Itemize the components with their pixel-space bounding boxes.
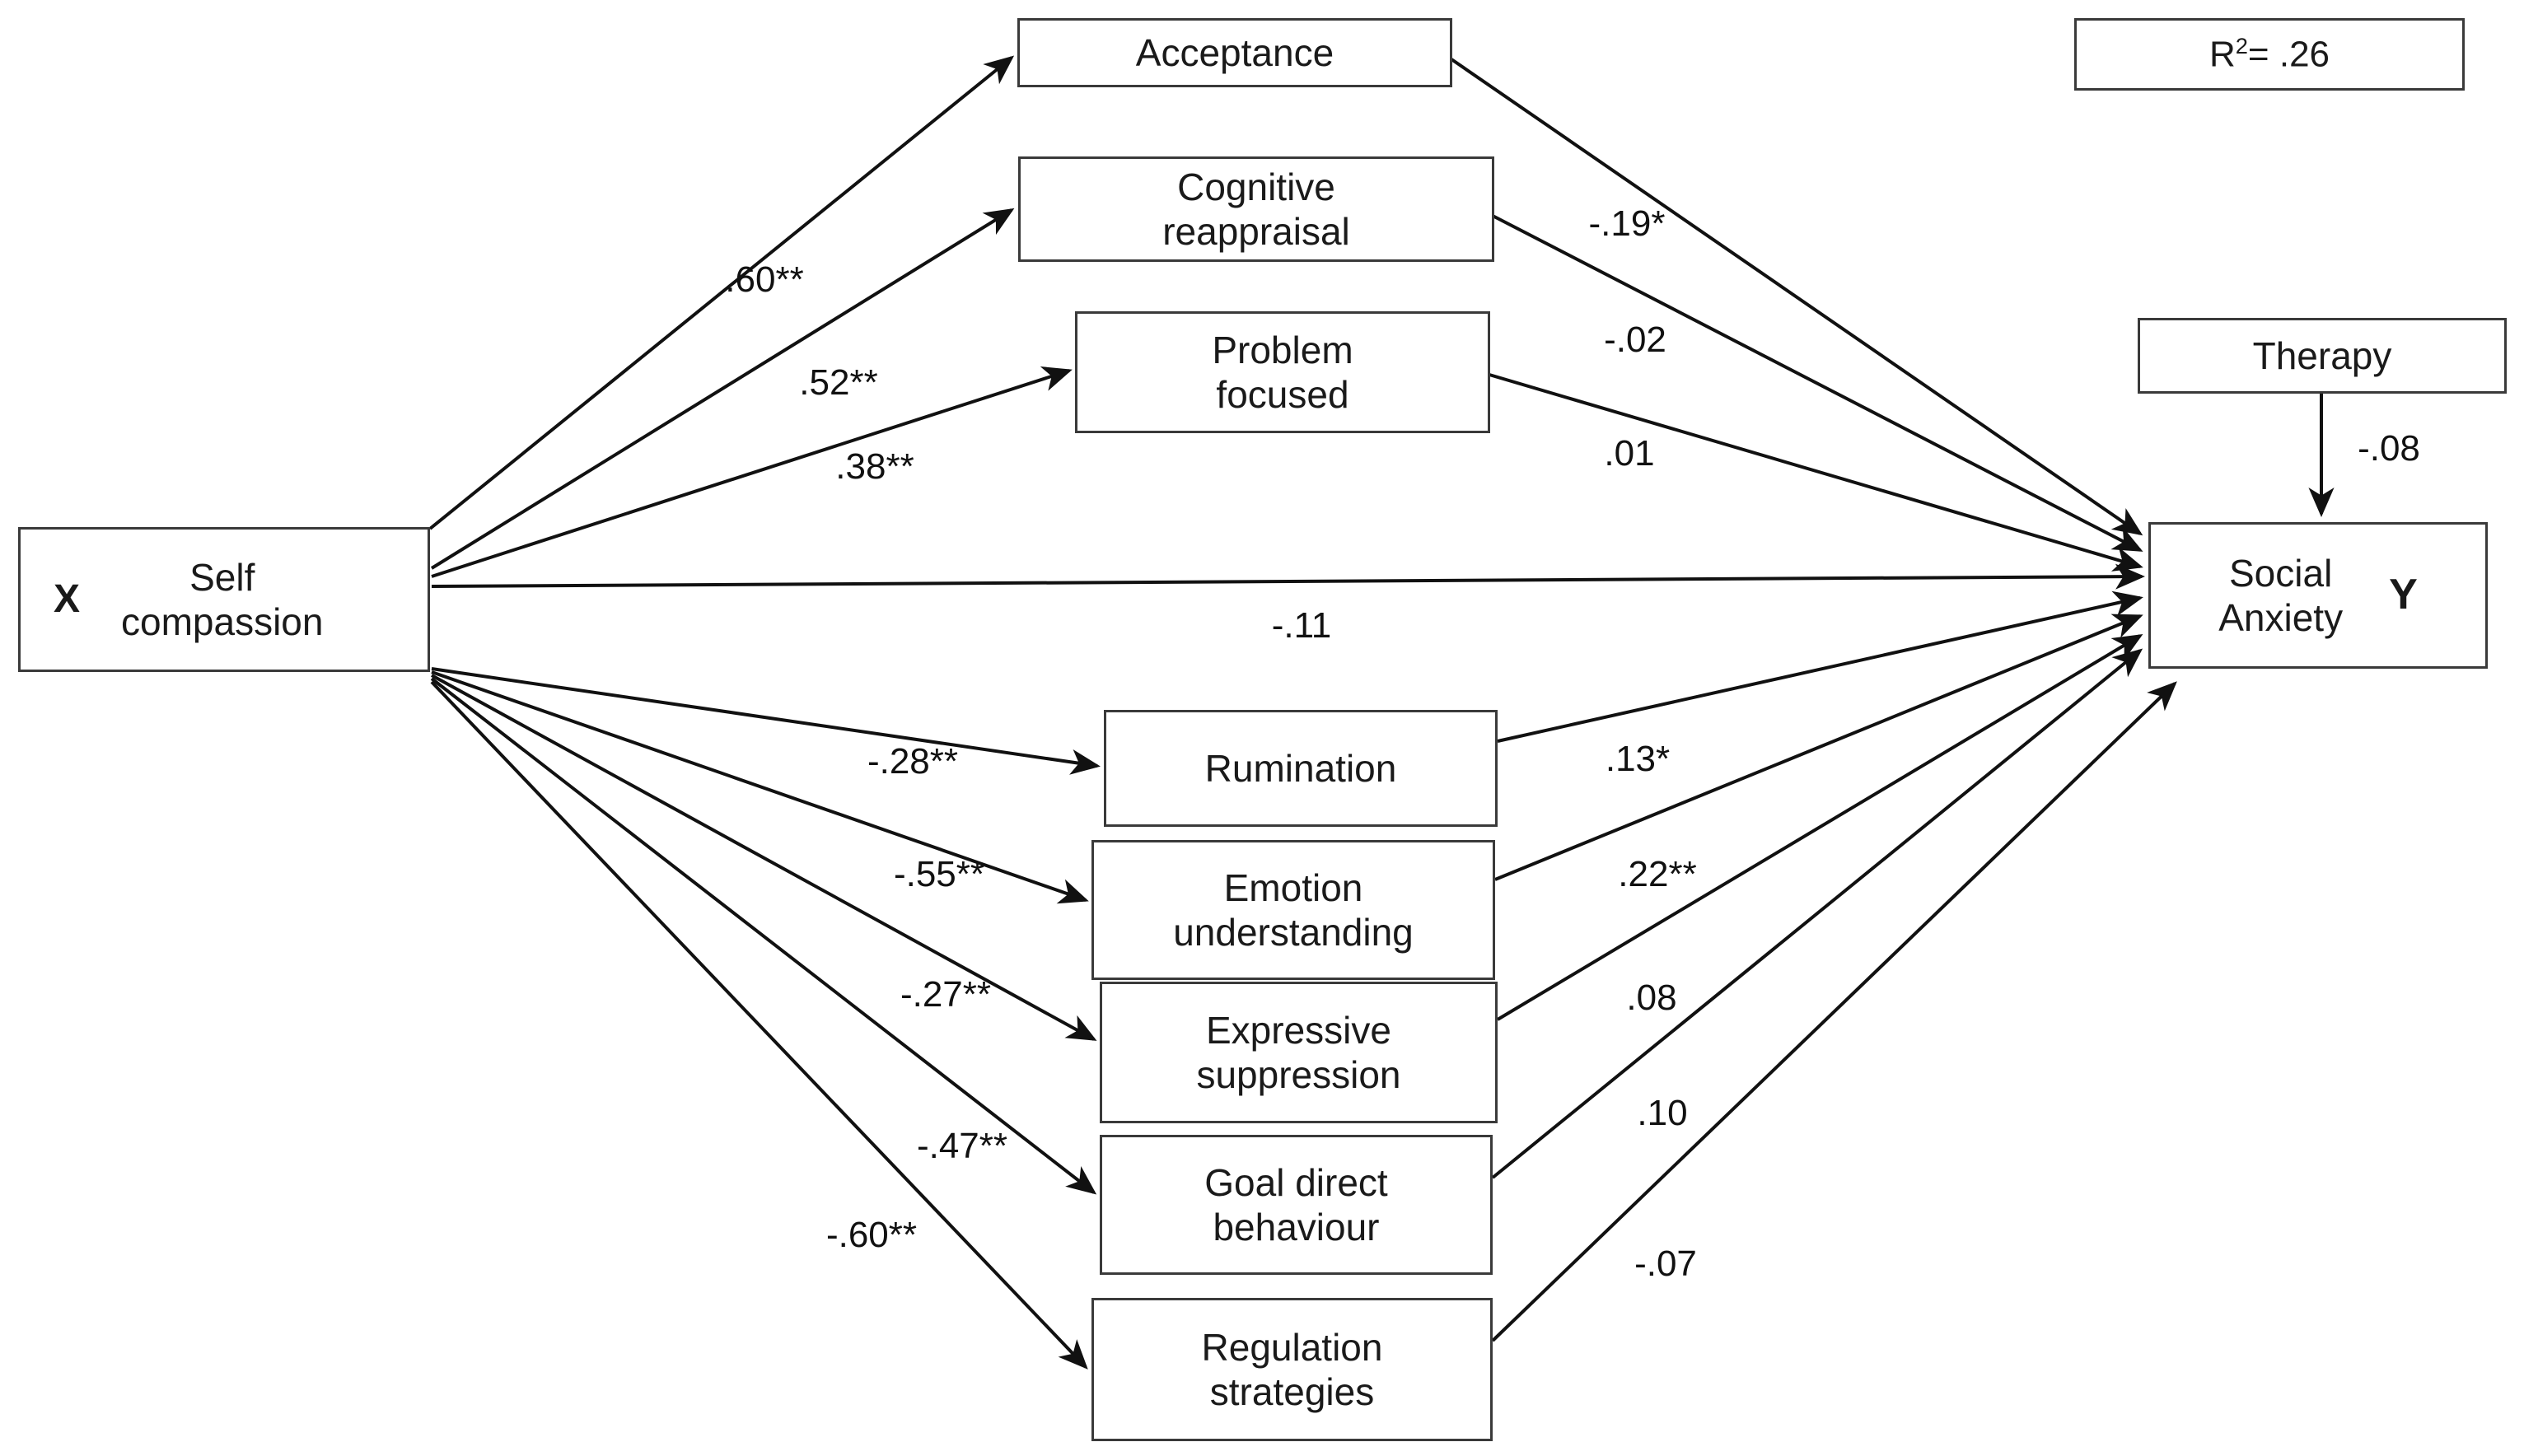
edge-regulation-strategies-to-y [1491, 681, 2177, 1342]
node-rumination-label: Rumination [1205, 746, 1397, 791]
node-cognitive-reappraisal[interactable]: Cognitive reappraisal [1018, 156, 1494, 262]
node-acceptance-label: Acceptance [1136, 30, 1334, 75]
edge-label-x-to-regulation-strategies: -.60** [825, 1215, 918, 1255]
problem-focused-line-1: Problem [1212, 328, 1353, 371]
node-self-compassion-label: Self compassion [121, 555, 323, 645]
edge-label-x-to-expressive-suppression: -.27** [900, 974, 992, 1015]
outcome-tag-y: Y [2389, 571, 2418, 619]
cognitive-reappraisal-line-2: reappraisal [1162, 210, 1350, 253]
edge-label-x-to-acceptance: .60** [725, 259, 804, 300]
therapy-line-1: Therapy [2252, 334, 2392, 377]
edge-label-rumination-to-y: .13* [1605, 739, 1671, 779]
goal-direct-behaviour-line-1: Goal direct [1204, 1160, 1388, 1204]
regulation-strategies-line-1: Regulation [1201, 1325, 1383, 1369]
self-compassion-line-2: compassion [121, 600, 324, 643]
edge-x-to-regulation-strategies [430, 680, 1088, 1370]
edge-cognitive-reappraisal-to-y [1492, 214, 2143, 552]
r-squared-value: .26 [2279, 34, 2330, 75]
edge-label-direct-x-to-y: -.11 [1271, 605, 1332, 646]
edge-rumination-to-y [1497, 590, 2143, 743]
goal-direct-behaviour-line-2: behaviour [1213, 1206, 1380, 1248]
predictor-tag-x: X [54, 576, 81, 621]
edge-label-therapy-to-y: -.08 [2358, 428, 2420, 469]
node-cognitive-reappraisal-label: Cognitive reappraisal [1162, 165, 1350, 254]
r-squared-box: R2= .26 [2074, 18, 2465, 91]
node-expressive-suppression-label: Expressive suppression [1196, 1008, 1400, 1098]
edge-label-goal-direct-behaviour-to-y: .10 [1637, 1093, 1688, 1133]
rumination-line-1: Rumination [1204, 746, 1397, 790]
node-regulation-strategies-label: Regulation strategies [1202, 1325, 1383, 1415]
social-anxiety-line-2: Anxiety [2218, 596, 2344, 639]
expressive-suppression-line-2: suppression [1196, 1053, 1401, 1096]
edge-x-to-cognitive-reappraisal [430, 208, 1015, 570]
node-expressive-suppression[interactable]: Expressive suppression [1100, 982, 1498, 1123]
cognitive-reappraisal-line-1: Cognitive [1177, 165, 1335, 208]
r-squared-label: R2= .26 [2208, 33, 2330, 75]
edge-goal-direct-behaviour-to-y [1491, 648, 2143, 1179]
edge-label-acceptance-to-y: -.19* [1588, 203, 1666, 244]
edge-emotion-understanding-to-y [1494, 614, 2143, 881]
node-emotion-understanding[interactable]: Emotion understanding [1091, 840, 1495, 980]
edge-problem-focused-to-y [1489, 373, 2143, 572]
regulation-strategies-line-2: strategies [1209, 1370, 1375, 1413]
node-goal-direct-behaviour[interactable]: Goal direct behaviour [1100, 1135, 1493, 1275]
edge-label-x-to-problem-focused: .38** [835, 446, 914, 487]
edge-label-expressive-suppression-to-y: .08 [1626, 978, 1677, 1018]
edge-label-x-to-cognitive-reappraisal: .52** [799, 362, 878, 403]
edge-label-x-to-goal-direct-behaviour: -.47** [916, 1126, 1008, 1166]
node-emotion-understanding-label: Emotion understanding [1173, 866, 1414, 955]
node-social-anxiety-label: Social Anxiety [2218, 551, 2343, 641]
edge-label-emotion-understanding-to-y: .22** [1618, 854, 1697, 894]
node-regulation-strategies[interactable]: Regulation strategies [1091, 1298, 1493, 1441]
edge-label-x-to-emotion-understanding: -.55** [893, 854, 985, 894]
edge-label-x-to-rumination: -.28** [867, 741, 959, 782]
edge-x-to-problem-focused [431, 366, 1073, 578]
problem-focused-line-2: focused [1216, 373, 1349, 416]
node-problem-focused[interactable]: Problem focused [1075, 311, 1490, 433]
edge-label-problem-focused-to-y: .01 [1604, 433, 1655, 474]
node-self-compassion[interactable]: X Self compassion [18, 527, 430, 672]
node-goal-direct-behaviour-label: Goal direct behaviour [1204, 1160, 1387, 1250]
edge-x-to-goal-direct-behaviour [430, 677, 1097, 1195]
edge-expressive-suppression-to-y [1496, 633, 2143, 1021]
edge-label-regulation-strategies-to-y: -.07 [1634, 1244, 1697, 1284]
edge-x-to-y-direct [431, 563, 2145, 590]
node-acceptance[interactable]: Acceptance [1017, 18, 1452, 87]
node-therapy[interactable]: Therapy [2138, 318, 2507, 394]
edge-x-to-expressive-suppression [431, 674, 1097, 1041]
edge-x-to-acceptance [428, 55, 1015, 530]
edge-label-cognitive-reappraisal-to-y: -.02 [1604, 320, 1666, 360]
node-problem-focused-label: Problem focused [1212, 328, 1353, 418]
edge-x-to-emotion-understanding [431, 670, 1089, 904]
node-social-anxiety[interactable]: Social Anxiety Y [2148, 522, 2488, 669]
node-therapy-label: Therapy [2253, 334, 2392, 378]
edge-acceptance-to-y [1450, 58, 2143, 536]
social-anxiety-line-1: Social [2229, 551, 2333, 595]
self-compassion-line-1: Self [189, 555, 255, 599]
acceptance-line-1: Acceptance [1135, 30, 1334, 74]
edge-x-to-rumination [431, 667, 1101, 775]
expressive-suppression-line-1: Expressive [1206, 1008, 1391, 1052]
emotion-understanding-line-1: Emotion [1223, 866, 1363, 909]
emotion-understanding-line-2: understanding [1173, 911, 1414, 954]
node-rumination[interactable]: Rumination [1104, 710, 1498, 827]
